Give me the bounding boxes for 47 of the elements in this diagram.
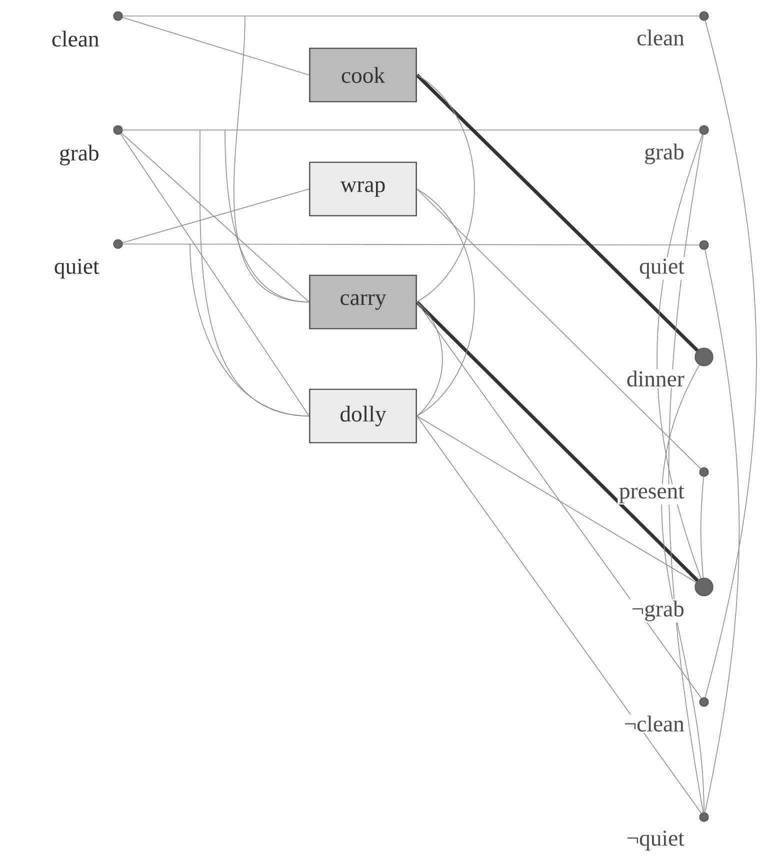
literal-label: quiet — [638, 257, 686, 280]
mutex-arc — [416, 188, 475, 416]
action-box: cook — [309, 48, 417, 102]
action-box: wrap — [309, 162, 417, 216]
literal-dot — [699, 240, 709, 250]
literal-label: grab — [642, 142, 686, 166]
link-line — [416, 302, 702, 699]
link-line — [122, 188, 310, 244]
mutex-arc — [704, 249, 740, 813]
literal-label: ¬quiet — [624, 829, 686, 852]
mutex-arc — [700, 476, 704, 578]
mutex-arc — [668, 134, 704, 813]
link-line — [121, 132, 310, 302]
mutex-arc — [190, 244, 310, 416]
mutex-arc — [224, 130, 310, 302]
literal-label: present — [618, 484, 686, 505]
literal-label: quiet — [54, 258, 100, 279]
literal-dot — [113, 11, 123, 21]
link-line — [120, 134, 310, 416]
literal-dot — [694, 578, 714, 596]
link-line — [416, 416, 702, 814]
mutex-arc — [416, 74, 475, 302]
literal-dot — [699, 812, 709, 822]
literal-label: dinner — [625, 369, 686, 388]
literal-dot — [699, 11, 709, 21]
literal-dot — [694, 348, 714, 366]
action-box: dolly — [309, 388, 417, 444]
literal-label: ¬clean — [622, 714, 686, 733]
literal-label: grab — [60, 144, 98, 166]
link-line — [416, 300, 699, 582]
literal-dot — [699, 467, 709, 477]
literal-dot — [113, 239, 123, 249]
link-line — [122, 17, 310, 76]
literal-label: clean — [635, 28, 686, 47]
link-line — [416, 188, 702, 470]
mutex-arc — [416, 302, 443, 416]
literal-label: ¬grab — [630, 599, 686, 623]
action-box: carry — [309, 274, 417, 330]
literal-dot — [699, 697, 709, 707]
link-line — [122, 244, 700, 246]
mutex-arc — [704, 20, 757, 698]
literal-dot — [113, 125, 123, 135]
literal-label: clean — [52, 30, 99, 47]
mutex-arc — [661, 364, 704, 813]
literal-dot — [699, 125, 709, 135]
link-line — [416, 74, 699, 352]
link-line — [416, 416, 696, 583]
